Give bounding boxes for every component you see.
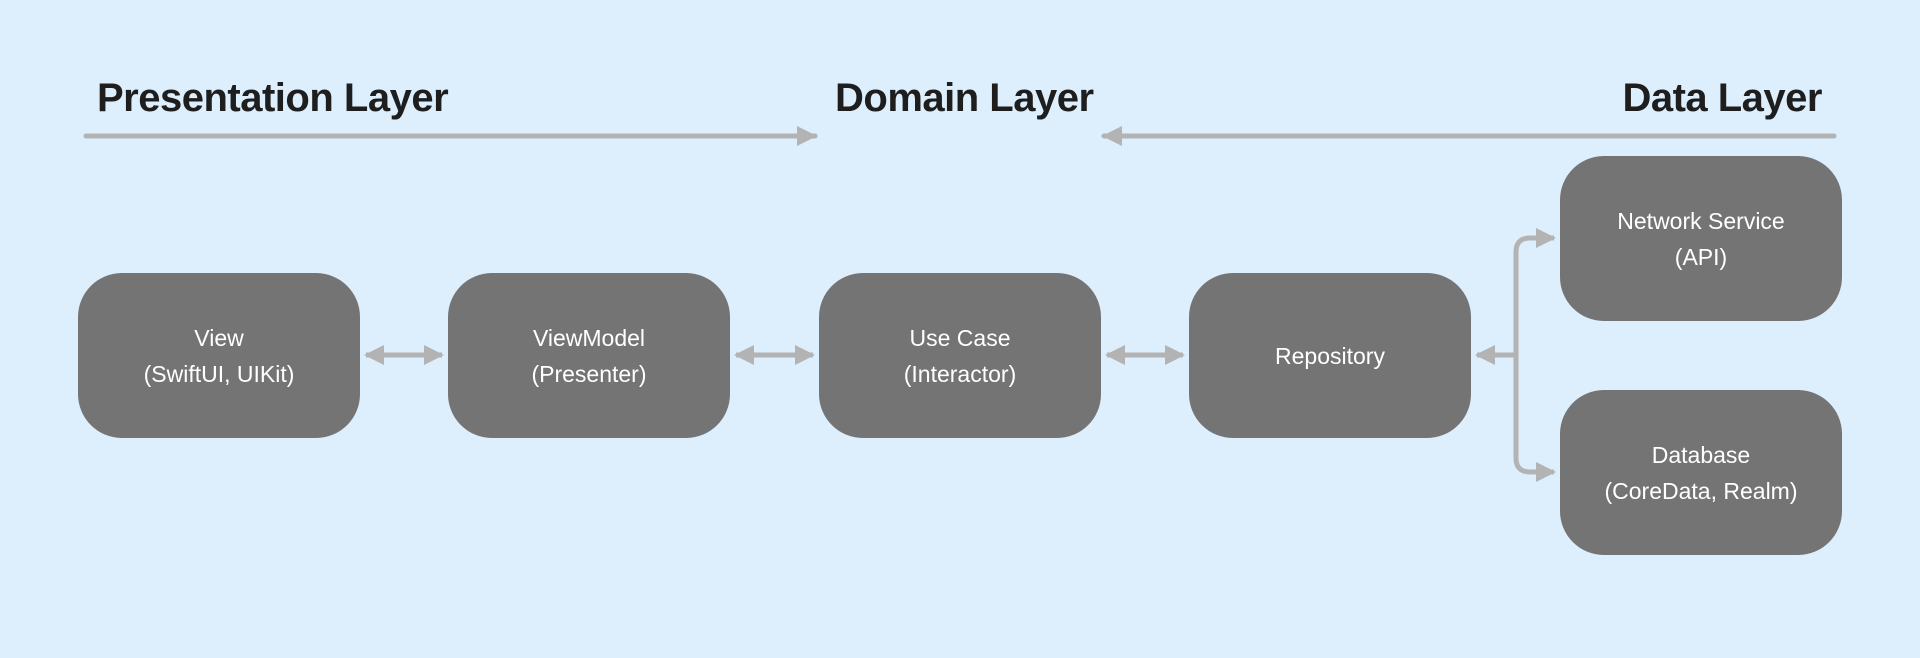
domain-layer-title: Domain Layer xyxy=(835,76,1094,120)
repository-node-title: Repository xyxy=(1275,342,1385,369)
database-node: Database (CoreData, Realm) xyxy=(1560,390,1842,555)
network-node-subtitle: (API) xyxy=(1674,243,1728,270)
repository-network-arrow xyxy=(1513,228,1556,355)
repository-node: Repository xyxy=(1189,273,1471,438)
database-node-title: Database xyxy=(1651,441,1751,468)
usecase-node-subtitle: (Interactor) xyxy=(903,360,1017,387)
view-node-title: View xyxy=(194,324,244,351)
usecase-node: Use Case (Interactor) xyxy=(819,273,1101,438)
usecase-node-title: Use Case xyxy=(909,324,1011,351)
repository-database-arrow xyxy=(1513,355,1556,482)
viewmodel-node: ViewModel (Presenter) xyxy=(448,273,730,438)
view-node-subtitle: (SwiftUI, UIKit) xyxy=(143,360,295,387)
network-node-title: Network Service xyxy=(1617,207,1785,234)
viewmodel-node-title: ViewModel xyxy=(532,324,646,351)
viewmodel-node-subtitle: (Presenter) xyxy=(531,360,647,387)
presentation-layer-title: Presentation Layer xyxy=(97,76,449,120)
view-node: View (SwiftUI, UIKit) xyxy=(78,273,360,438)
network-service-node: Network Service (API) xyxy=(1560,156,1842,321)
database-node-subtitle: (CoreData, Realm) xyxy=(1604,477,1798,504)
data-layer-title: Data Layer xyxy=(1622,76,1822,120)
